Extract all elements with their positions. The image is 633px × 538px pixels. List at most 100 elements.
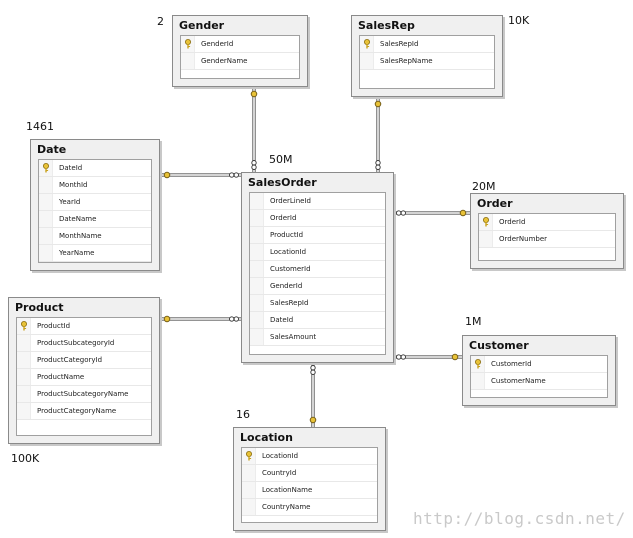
column-name: SalesAmount xyxy=(270,333,317,341)
column-row[interactable]: CountryName xyxy=(242,499,377,516)
column-row[interactable]: ProductCategoryId xyxy=(17,352,151,369)
column-name: ProductCategoryId xyxy=(37,356,103,364)
column-row[interactable]: DateId xyxy=(39,160,151,177)
column-row[interactable]: ProductSubcategoryName xyxy=(17,386,151,403)
column-row[interactable]: DateId xyxy=(250,312,385,329)
column-row[interactable]: LocationName xyxy=(242,482,377,499)
column-name: GenderId xyxy=(270,282,303,290)
table-salesorder[interactable]: SalesOrder OrderLineId OrderId ProductId… xyxy=(241,172,394,363)
many-end-infinity-icon xyxy=(310,369,316,375)
column-row[interactable]: ProductId xyxy=(17,318,151,335)
column-row[interactable]: MonthId xyxy=(39,177,151,194)
column-name: CustomerId xyxy=(491,360,532,368)
column-name: ProductName xyxy=(37,373,85,381)
many-end-infinity-icon xyxy=(400,210,406,216)
relationship-salesorder-product[interactable] xyxy=(160,315,241,323)
one-end-key-icon xyxy=(163,315,171,323)
column-name: ProductId xyxy=(270,231,304,239)
column-row[interactable]: GenderId xyxy=(250,278,385,295)
column-row[interactable]: ProductName xyxy=(17,369,151,386)
column-name: DateId xyxy=(59,164,83,172)
column-row[interactable]: OrderId xyxy=(250,210,385,227)
column-row[interactable]: SalesRepId xyxy=(250,295,385,312)
column-name: OrderNumber xyxy=(499,235,548,243)
table-date[interactable]: Date DateId MonthId YearId DateName Mont… xyxy=(30,139,160,271)
many-end-infinity-icon xyxy=(251,160,257,166)
many-end-infinity-icon xyxy=(375,160,381,166)
column-name: DateName xyxy=(59,215,97,223)
column-row[interactable]: SalesAmount xyxy=(250,329,385,346)
column-row[interactable]: SalesRepName xyxy=(360,53,494,70)
relationship-salesorder-customer[interactable] xyxy=(394,353,462,361)
table-title: Customer xyxy=(469,339,529,352)
table-gender[interactable]: Gender GenderId GenderName xyxy=(172,15,308,87)
one-end-key-icon xyxy=(250,90,258,98)
column-row[interactable]: DateName xyxy=(39,211,151,228)
column-list: OrderId OrderNumber xyxy=(478,213,616,261)
table-product[interactable]: Product ProductId ProductSubcategoryId P… xyxy=(8,297,160,444)
column-list: LocationId CountryId LocationName Countr… xyxy=(241,447,378,523)
column-row[interactable]: GenderId xyxy=(181,36,299,53)
column-name: ProductSubcategoryName xyxy=(37,390,129,398)
relationship-salesorder-date[interactable] xyxy=(160,171,241,179)
many-end-infinity-icon xyxy=(400,354,406,360)
many-end-infinity-icon xyxy=(251,164,257,170)
column-name: CountryName xyxy=(262,503,311,511)
one-end-key-icon xyxy=(163,171,171,179)
many-end-infinity-icon xyxy=(396,210,402,216)
column-name: YearName xyxy=(59,249,95,257)
column-name: OrderLineId xyxy=(270,197,311,205)
column-row[interactable]: SalesRepId xyxy=(360,36,494,53)
column-name: ProductId xyxy=(37,322,71,330)
column-row[interactable]: GenderName xyxy=(181,53,299,70)
row-count-salesorder: 50M xyxy=(269,153,293,166)
relationship-salesorder-salesrep[interactable] xyxy=(374,97,382,172)
row-count-location: 16 xyxy=(236,408,250,421)
column-row[interactable]: LocationId xyxy=(250,244,385,261)
one-end-key-icon xyxy=(374,100,382,108)
many-end-infinity-icon xyxy=(310,365,316,371)
column-row[interactable]: OrderLineId xyxy=(250,193,385,210)
column-row[interactable]: MonthName xyxy=(39,228,151,245)
row-count-salesrep: 10K xyxy=(508,14,530,27)
column-row[interactable]: YearName xyxy=(39,245,151,262)
watermark: http://blog.csdn.net/ xyxy=(413,509,626,528)
table-title: Date xyxy=(37,143,67,156)
column-row[interactable]: CustomerName xyxy=(471,373,607,390)
table-location[interactable]: Location LocationId CountryId LocationNa… xyxy=(233,427,386,531)
table-title: Location xyxy=(240,431,293,444)
primary-key-icon xyxy=(482,217,490,227)
column-name: CountryId xyxy=(262,469,297,477)
column-name: ProductCategoryName xyxy=(37,407,117,415)
many-end-infinity-icon xyxy=(233,316,239,322)
table-salesrep[interactable]: SalesRep SalesRepId SalesRepName xyxy=(351,15,503,97)
column-row[interactable]: ProductCategoryName xyxy=(17,403,151,420)
column-row[interactable]: CountryId xyxy=(242,465,377,482)
column-row[interactable]: OrderId xyxy=(479,214,615,231)
column-row[interactable]: CustomerId xyxy=(471,356,607,373)
column-name: MonthId xyxy=(59,181,88,189)
column-name: MonthName xyxy=(59,232,102,240)
column-row[interactable]: YearId xyxy=(39,194,151,211)
column-name: LocationId xyxy=(262,452,299,460)
many-end-infinity-icon xyxy=(229,316,235,322)
column-list: OrderLineId OrderId ProductId LocationId… xyxy=(249,192,386,355)
column-name: CustomerId xyxy=(270,265,311,273)
column-row[interactable]: ProductSubcategoryId xyxy=(17,335,151,352)
relationship-salesorder-location[interactable] xyxy=(309,363,317,427)
column-row[interactable]: OrderNumber xyxy=(479,231,615,248)
column-list: DateId MonthId YearId DateName MonthName… xyxy=(38,159,152,263)
column-row[interactable]: CustomerId xyxy=(250,261,385,278)
table-title: SalesOrder xyxy=(248,176,317,189)
column-name: GenderName xyxy=(201,57,248,65)
relationship-salesorder-order[interactable] xyxy=(394,209,470,217)
column-row[interactable]: ProductId xyxy=(250,227,385,244)
column-name: CustomerName xyxy=(491,377,546,385)
column-list: GenderId GenderName xyxy=(180,35,300,79)
relationship-salesorder-gender[interactable] xyxy=(250,87,258,172)
table-order[interactable]: Order OrderId OrderNumber xyxy=(470,193,624,269)
table-customer[interactable]: Customer CustomerId CustomerName xyxy=(462,335,616,406)
column-name: ProductSubcategoryId xyxy=(37,339,115,347)
column-row[interactable]: LocationId xyxy=(242,448,377,465)
